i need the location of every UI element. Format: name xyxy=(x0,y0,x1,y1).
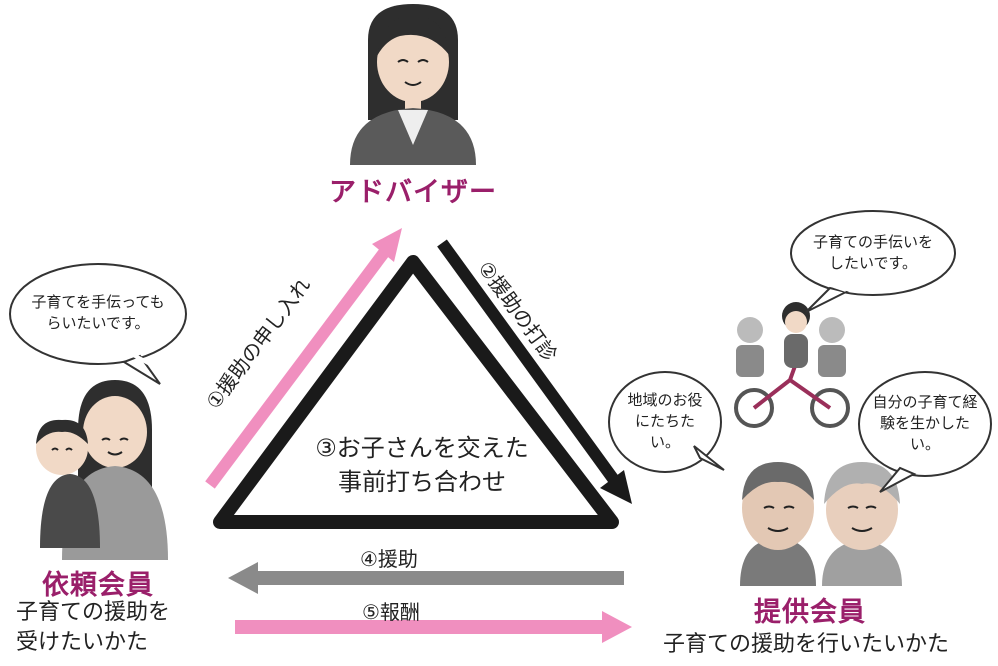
adviser-illustration xyxy=(350,4,476,165)
provider-seniors-illustration xyxy=(740,462,902,586)
arrow-reward xyxy=(235,611,632,643)
step-3-line2: 事前打ち合わせ xyxy=(338,468,506,496)
center-triangle xyxy=(213,255,619,529)
requester-description-line2: 受けたいかた xyxy=(16,630,149,655)
step-3-line1: ③お子さんを交えた xyxy=(315,434,529,462)
arrow-inquiry xyxy=(437,239,632,504)
arrow-support xyxy=(228,562,624,594)
provider-title: 提供会員 xyxy=(754,597,866,628)
arrow-request xyxy=(205,228,402,489)
provider-left-bubble-text: 地域のお役にたちたい。 xyxy=(627,391,703,451)
provider-right-speech-bubble xyxy=(858,371,992,493)
step-4-label: ④援助 xyxy=(360,547,418,571)
provider-right-bubble-text: 自分の子育て経験を生かしたい。 xyxy=(872,393,978,453)
provider-description: 子育ての援助を行いたいかた xyxy=(663,632,950,657)
requester-description-line1: 子育ての援助を xyxy=(16,600,171,625)
provider-bike-illustration xyxy=(734,302,850,428)
requester-bubble-text: 子育てを手伝ってもらいたいです。 xyxy=(31,293,165,332)
requester-speech-bubble xyxy=(9,263,187,385)
requester-illustration xyxy=(36,380,168,560)
provider-left-speech-bubble xyxy=(608,371,725,473)
provider-top-speech-bubble xyxy=(790,210,956,313)
requester-title: 依頼会員 xyxy=(42,570,154,601)
step-5-label: ⑤報酬 xyxy=(362,600,420,624)
adviser-title: アドバイザー xyxy=(329,177,497,208)
provider-top-bubble-text: 子育ての手伝いをしたいです。 xyxy=(812,233,933,272)
